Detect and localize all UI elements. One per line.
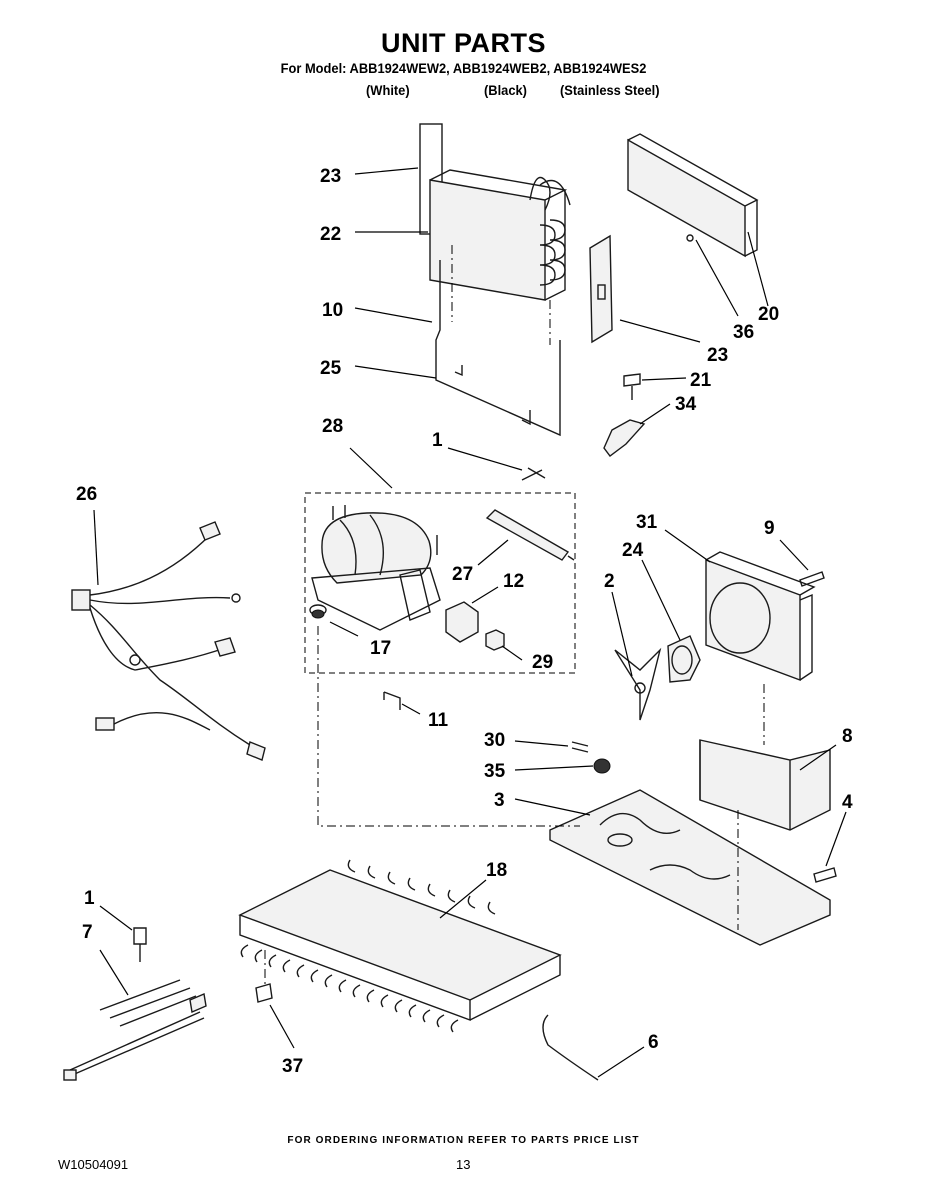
page-number: 13 (456, 1157, 471, 1172)
drier (485, 509, 575, 561)
page-title: UNIT PARTS (381, 28, 546, 58)
compressor (311, 505, 441, 631)
callout-36: 36 (733, 322, 754, 343)
callout-21: 21 (690, 370, 712, 391)
callout-9: 9 (764, 518, 775, 539)
callout-37: 37 (282, 1056, 303, 1077)
variant-stainless-steel: (Stainless Steel) (560, 82, 660, 98)
compressor-grommet (309, 604, 327, 619)
callout-29: 29 (532, 652, 553, 673)
defrost-heater (435, 260, 561, 437)
callout-18: 18 (486, 860, 507, 881)
callout-27: 27 (452, 564, 473, 585)
evaporator-bracket-right (589, 234, 613, 344)
ordering-note: FOR ORDERING INFORMATION REFER TO PARTS … (287, 1135, 640, 1146)
callout-12: 12 (503, 571, 524, 592)
variant-white: (White) (366, 82, 410, 98)
callout-23-left: 23 (320, 166, 341, 187)
callout-31: 31 (636, 512, 658, 533)
fan-blade (614, 647, 662, 721)
callout-8: 8 (842, 726, 853, 747)
screw-1-top (521, 467, 546, 481)
screw-1-bottom (133, 927, 147, 962)
machine-compartment-base (549, 789, 831, 946)
wiring-harness (71, 521, 266, 761)
evaporator-coil (419, 123, 571, 301)
screw-9 (799, 571, 825, 587)
evaporator-cover (627, 133, 759, 258)
model-list: For Model: ABB1924WEW2, ABB1924WEB2, ABB… (280, 60, 647, 76)
callout-3: 3 (494, 790, 505, 811)
callout-26: 26 (76, 484, 97, 505)
condenser-coil (238, 859, 562, 1033)
power-cord-assembly (63, 979, 207, 1081)
callout-2: 2 (604, 571, 615, 592)
document-number: W10504091 (58, 1157, 129, 1172)
screw-21 (623, 373, 641, 400)
fan-bracket (699, 739, 831, 831)
overload-cap (485, 629, 505, 651)
screw-4 (813, 867, 837, 883)
relay (445, 601, 479, 643)
base-grommet (593, 758, 611, 774)
callout-17: 17 (370, 638, 391, 659)
callout-22: 22 (320, 224, 341, 245)
callout-23-right: 23 (707, 345, 728, 366)
fan-motor (667, 635, 701, 683)
callout-7: 7 (82, 922, 93, 943)
callout-28: 28 (322, 416, 343, 437)
callout-25: 25 (320, 358, 342, 379)
base-sleeve (571, 741, 589, 753)
drain-clip (603, 419, 646, 457)
callout-11: 11 (428, 710, 449, 731)
callout-34: 34 (675, 394, 697, 415)
callout-1-bottom: 1 (84, 888, 95, 909)
condenser-clip (255, 983, 273, 1003)
callout-10: 10 (322, 300, 343, 321)
callout-35: 35 (484, 761, 506, 782)
callout-30: 30 (484, 730, 505, 751)
callout-6: 6 (648, 1032, 659, 1053)
variant-black: (Black) (484, 82, 527, 98)
drain-tube (542, 1014, 599, 1081)
callout-20: 20 (758, 304, 779, 325)
callout-1-top: 1 (432, 430, 443, 451)
tube-clip (383, 691, 401, 710)
callout-4: 4 (842, 792, 853, 813)
fan-shroud (705, 551, 816, 682)
callout-24: 24 (622, 540, 644, 561)
